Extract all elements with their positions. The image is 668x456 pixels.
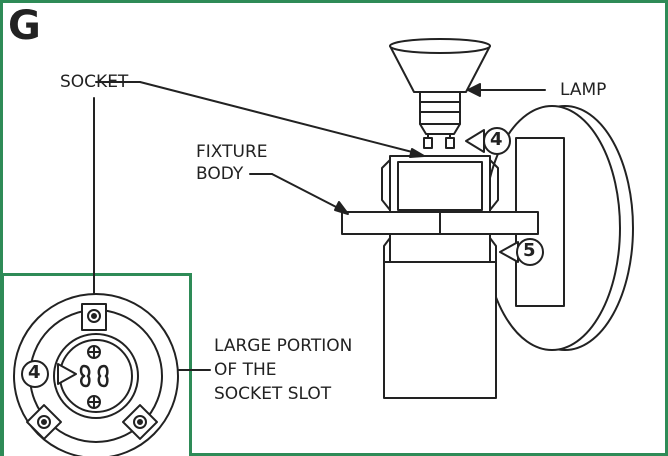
fixture-label-line1: FIXTURE	[196, 142, 268, 162]
socket-label: SOCKET	[60, 72, 129, 92]
callout-4-upper-number: 4	[490, 129, 503, 150]
mounting-tab-top	[81, 303, 107, 331]
socket-front-view	[13, 293, 179, 456]
fixture-housing	[383, 233, 497, 399]
socket-body	[381, 155, 499, 213]
lamp-bulb	[389, 38, 491, 149]
step-letter: G	[8, 3, 41, 49]
slot-label-line1: LARGE PORTION	[214, 336, 353, 356]
lamp-label: LAMP	[560, 80, 607, 100]
socket-slot-right	[97, 364, 109, 388]
slot-label-line2: OF THE	[214, 360, 277, 380]
mounting-tab-right	[122, 404, 158, 440]
socket-slot-left	[79, 364, 91, 388]
slot-label-line3: SOCKET SLOT	[214, 384, 332, 404]
fixture-body-plate	[341, 211, 539, 235]
callout-5-number: 5	[523, 240, 536, 261]
fixture-label-line2: BODY	[196, 164, 244, 184]
mounting-tab-left	[26, 404, 62, 440]
callout-step-4-inset	[21, 360, 77, 388]
callout-step-4-upper	[465, 127, 511, 155]
callout-4-inset-number: 4	[28, 362, 41, 383]
callout-step-5	[499, 238, 544, 266]
wall-plate	[483, 105, 634, 351]
